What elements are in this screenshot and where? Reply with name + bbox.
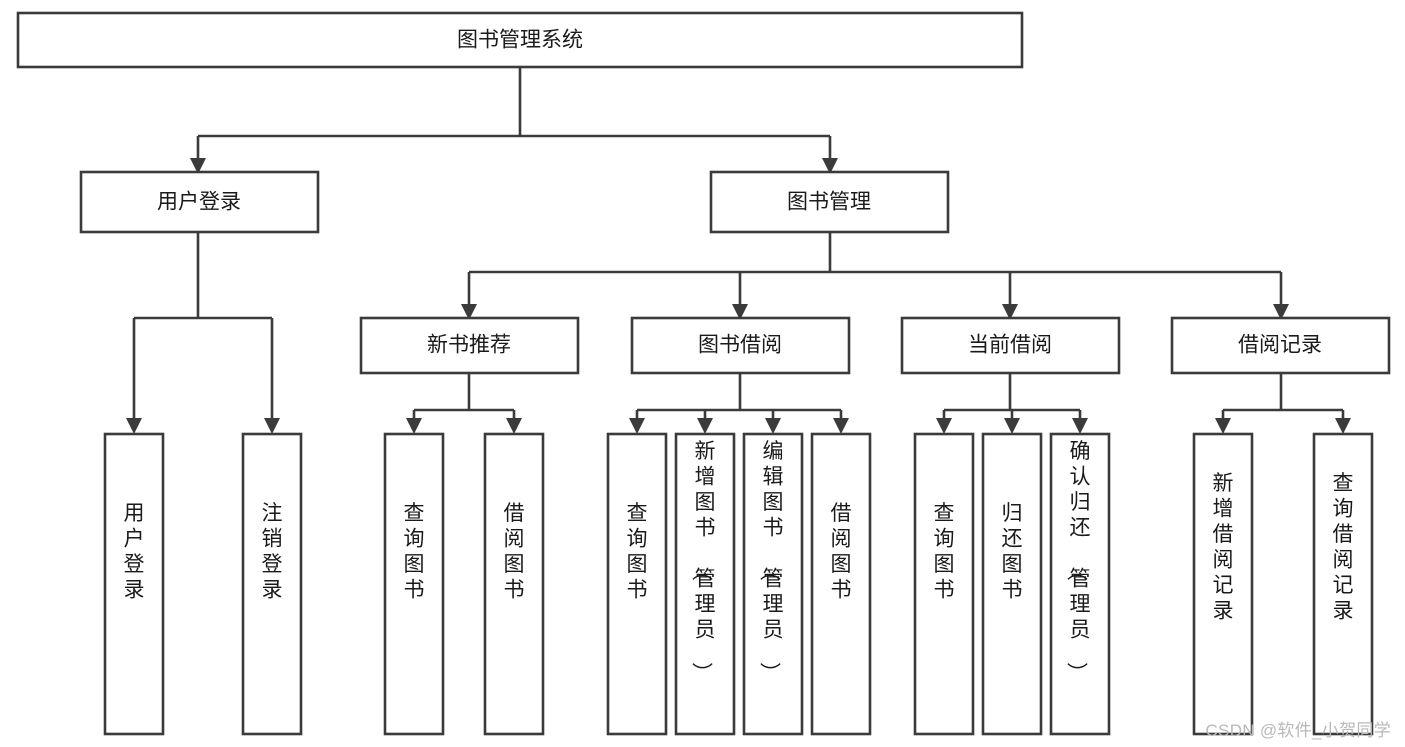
arrow-newbook (461, 304, 477, 320)
leaf-query-book-2[interactable]: 查询图书 (606, 432, 668, 736)
leaf-borrow-book-2-label: 借阅图书 (831, 502, 852, 602)
node-records-box[interactable] (1170, 316, 1391, 375)
node-login-box[interactable] (79, 170, 320, 234)
node-newbook-label: 新书推荐 (427, 334, 511, 357)
arrow-leaf-query-book-3 (936, 418, 952, 434)
node-records-label: 借阅记录 (1238, 334, 1322, 357)
node-login-label: 用户登录 (157, 191, 241, 214)
arrow-leaf-add-book (697, 418, 713, 434)
leaf-query-book-3-box[interactable] (913, 432, 975, 736)
node-current-box[interactable] (900, 316, 1121, 375)
node-bookmgmt-label: 图书管理 (787, 191, 871, 214)
node-records[interactable]: 借阅记录 (1170, 316, 1391, 375)
leaf-return-book-label: 归还图书 (1002, 502, 1023, 602)
arrow-borrow (732, 304, 748, 320)
leaf-query-book-2-label: 查询图书 (627, 502, 648, 602)
node-login[interactable]: 用户登录 (79, 170, 320, 234)
leaf-query-book-3[interactable]: 查询图书 (913, 432, 975, 736)
leaf-return-book-box[interactable] (981, 432, 1043, 736)
arrow-leaf-confirm-return (1072, 418, 1088, 434)
leaf-edit-book-box[interactable] (742, 432, 804, 736)
leaf-query-book-1[interactable]: 查询图书 (383, 432, 445, 736)
leaf-query-book-1-label: 查询图书 (404, 502, 425, 602)
arrow-leaf-query-book-1 (406, 418, 422, 434)
arrow-login (190, 158, 206, 174)
leaf-user-login-label: 用户登录 (124, 502, 145, 602)
node-borrow-box[interactable] (630, 316, 851, 375)
leaf-borrow-book-1-label: 借阅图书 (504, 502, 525, 602)
arrow-leaf-query-book-2 (629, 418, 645, 434)
leaf-edit-book[interactable]: 编辑图书（管理员） (742, 432, 804, 736)
leaf-add-record-box[interactable] (1192, 432, 1254, 736)
arrow-leaf-user-login (126, 418, 142, 434)
node-root-label: 图书管理系统 (457, 29, 583, 52)
node-root-box[interactable] (16, 11, 1024, 69)
leaf-borrow-book-2[interactable]: 借阅图书 (810, 432, 872, 736)
leaf-confirm-return-label: 确认归还（管理员） (1065, 440, 1091, 683)
arrow-records (1273, 304, 1289, 320)
arrow-bookmgmt (822, 158, 838, 174)
leaf-query-book-1-box[interactable] (383, 432, 445, 736)
node-borrow-label: 图书借阅 (698, 334, 782, 357)
leaf-user-login[interactable]: 用户登录 (103, 432, 165, 736)
leaf-query-book-3-label: 查询图书 (934, 502, 955, 602)
node-root[interactable]: 图书管理系统 (16, 11, 1024, 69)
arrow-leaf-add-record (1215, 418, 1231, 434)
leaf-add-record-label: 新增借阅记录 (1213, 472, 1234, 623)
leaf-user-login-box[interactable] (103, 432, 165, 736)
arrow-leaf-borrow-book-1 (506, 418, 522, 434)
edges-layer (126, 67, 1351, 434)
arrow-leaf-logout (264, 418, 280, 434)
leaf-query-record[interactable]: 查询借阅记录 (1312, 432, 1374, 736)
leaf-query-record-label: 查询借阅记录 (1333, 472, 1354, 623)
leaf-add-book-label: 新增图书（管理员） (690, 440, 716, 683)
leaf-logout[interactable]: 注销登录 (241, 432, 303, 736)
leaf-borrow-book-2-box[interactable] (810, 432, 872, 736)
arrow-leaf-query-record (1335, 418, 1351, 434)
arrow-current (1002, 304, 1018, 320)
node-bookmgmt[interactable]: 图书管理 (709, 170, 950, 234)
arrow-leaf-borrow-book-2 (833, 418, 849, 434)
leaf-query-book-2-box[interactable] (606, 432, 668, 736)
leaf-confirm-return-box[interactable] (1049, 432, 1111, 736)
leaf-edit-book-label: 编辑图书（管理员） (758, 440, 784, 683)
node-newbook-box[interactable] (359, 316, 580, 375)
leaf-confirm-return[interactable]: 确认归还（管理员） (1049, 432, 1111, 736)
node-current-label: 当前借阅 (968, 334, 1052, 357)
leaf-add-record[interactable]: 新增借阅记录 (1192, 432, 1254, 736)
arrow-leaf-return-book (1004, 418, 1020, 434)
leaf-logout-box[interactable] (241, 432, 303, 736)
node-borrow[interactable]: 图书借阅 (630, 316, 851, 375)
node-current[interactable]: 当前借阅 (900, 316, 1121, 375)
arrow-leaf-edit-book (765, 418, 781, 434)
leaf-borrow-book-1-box[interactable] (483, 432, 545, 736)
leaf-query-record-box[interactable] (1312, 432, 1374, 736)
node-newbook[interactable]: 新书推荐 (359, 316, 580, 375)
leaf-borrow-book-1[interactable]: 借阅图书 (483, 432, 545, 736)
leaf-return-book[interactable]: 归还图书 (981, 432, 1043, 736)
node-bookmgmt-box[interactable] (709, 170, 950, 234)
leaf-add-book[interactable]: 新增图书（管理员） (674, 432, 736, 736)
leaf-logout-label: 注销登录 (262, 502, 283, 602)
leaf-add-book-box[interactable] (674, 432, 736, 736)
